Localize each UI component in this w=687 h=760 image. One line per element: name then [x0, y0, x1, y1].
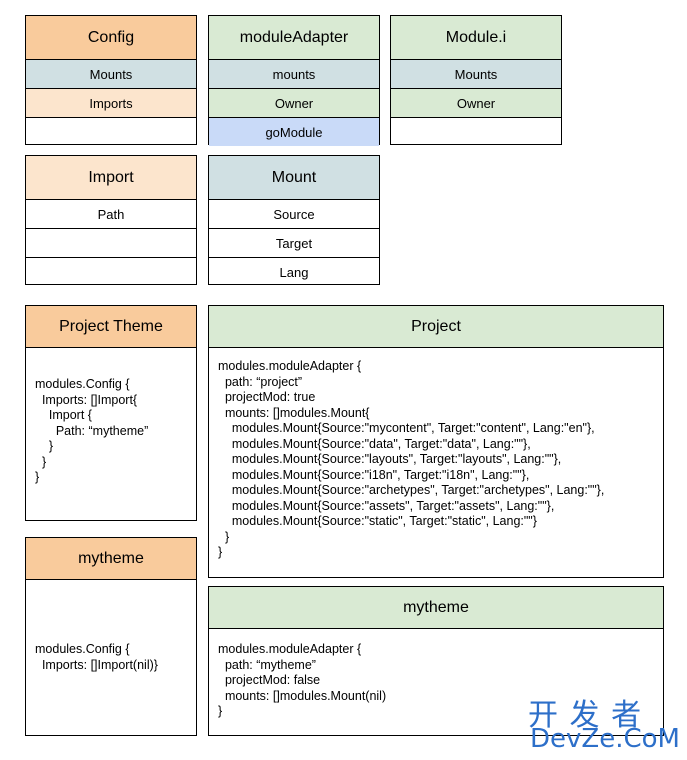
import-field-path: Path: [26, 200, 196, 229]
module-i-field-owner: Owner: [391, 89, 561, 118]
mount-field-target: Target: [209, 229, 379, 258]
project-code: modules.moduleAdapter { path: “project” …: [218, 359, 605, 559]
module-i-struct-box: Module.i Mounts Owner: [390, 15, 562, 145]
config-field-mounts: Mounts: [26, 60, 196, 89]
project-title: Project: [209, 306, 663, 348]
module-adapter-struct-title: moduleAdapter: [209, 16, 379, 60]
import-field-empty-1: [26, 229, 196, 258]
module-adapter-field-mounts: mounts: [209, 60, 379, 89]
mount-struct-title: Mount: [209, 156, 379, 200]
import-struct-title: Import: [26, 156, 196, 200]
project-panel: Project modules.moduleAdapter { path: “p…: [208, 305, 664, 578]
module-adapter-field-gomodule: goModule: [209, 118, 379, 146]
module-adapter-field-owner: Owner: [209, 89, 379, 118]
mytheme-config-code: modules.Config { Imports: []Import(nil)}: [35, 642, 158, 672]
project-theme-code: modules.Config { Imports: []Import{ Impo…: [35, 377, 149, 484]
config-field-imports: Imports: [26, 89, 196, 118]
mytheme-adapter-title: mytheme: [209, 587, 663, 629]
config-struct-title: Config: [26, 16, 196, 60]
module-adapter-struct-box: moduleAdapter mounts Owner goModule: [208, 15, 380, 146]
module-i-field-empty: [391, 118, 561, 146]
mount-field-lang: Lang: [279, 264, 309, 280]
config-struct-box: Config Mounts Imports: [25, 15, 197, 145]
project-theme-title: Project Theme: [26, 306, 196, 348]
mount-field-source: Source: [209, 200, 379, 229]
watermark-en: DevZe.CoM: [530, 724, 680, 754]
mytheme-adapter-panel: mytheme modules.moduleAdapter { path: “m…: [208, 586, 664, 736]
import-field-empty-2: [26, 258, 196, 286]
mytheme-config-panel: mytheme modules.Config { Imports: []Impo…: [25, 537, 197, 736]
import-struct-box: Import Path: [25, 155, 197, 285]
mount-struct-box: Mount Source Target Lang: [208, 155, 380, 285]
mytheme-config-title: mytheme: [26, 538, 196, 580]
module-i-field-mounts: Mounts: [391, 60, 561, 89]
watermark-cn: 开 发 者: [528, 698, 643, 733]
config-field-empty: [26, 118, 196, 146]
project-theme-panel: Project Theme modules.Config { Imports: …: [25, 305, 197, 521]
module-i-struct-title: Module.i: [391, 16, 561, 60]
mytheme-adapter-code: modules.moduleAdapter { path: “mytheme” …: [218, 642, 387, 718]
